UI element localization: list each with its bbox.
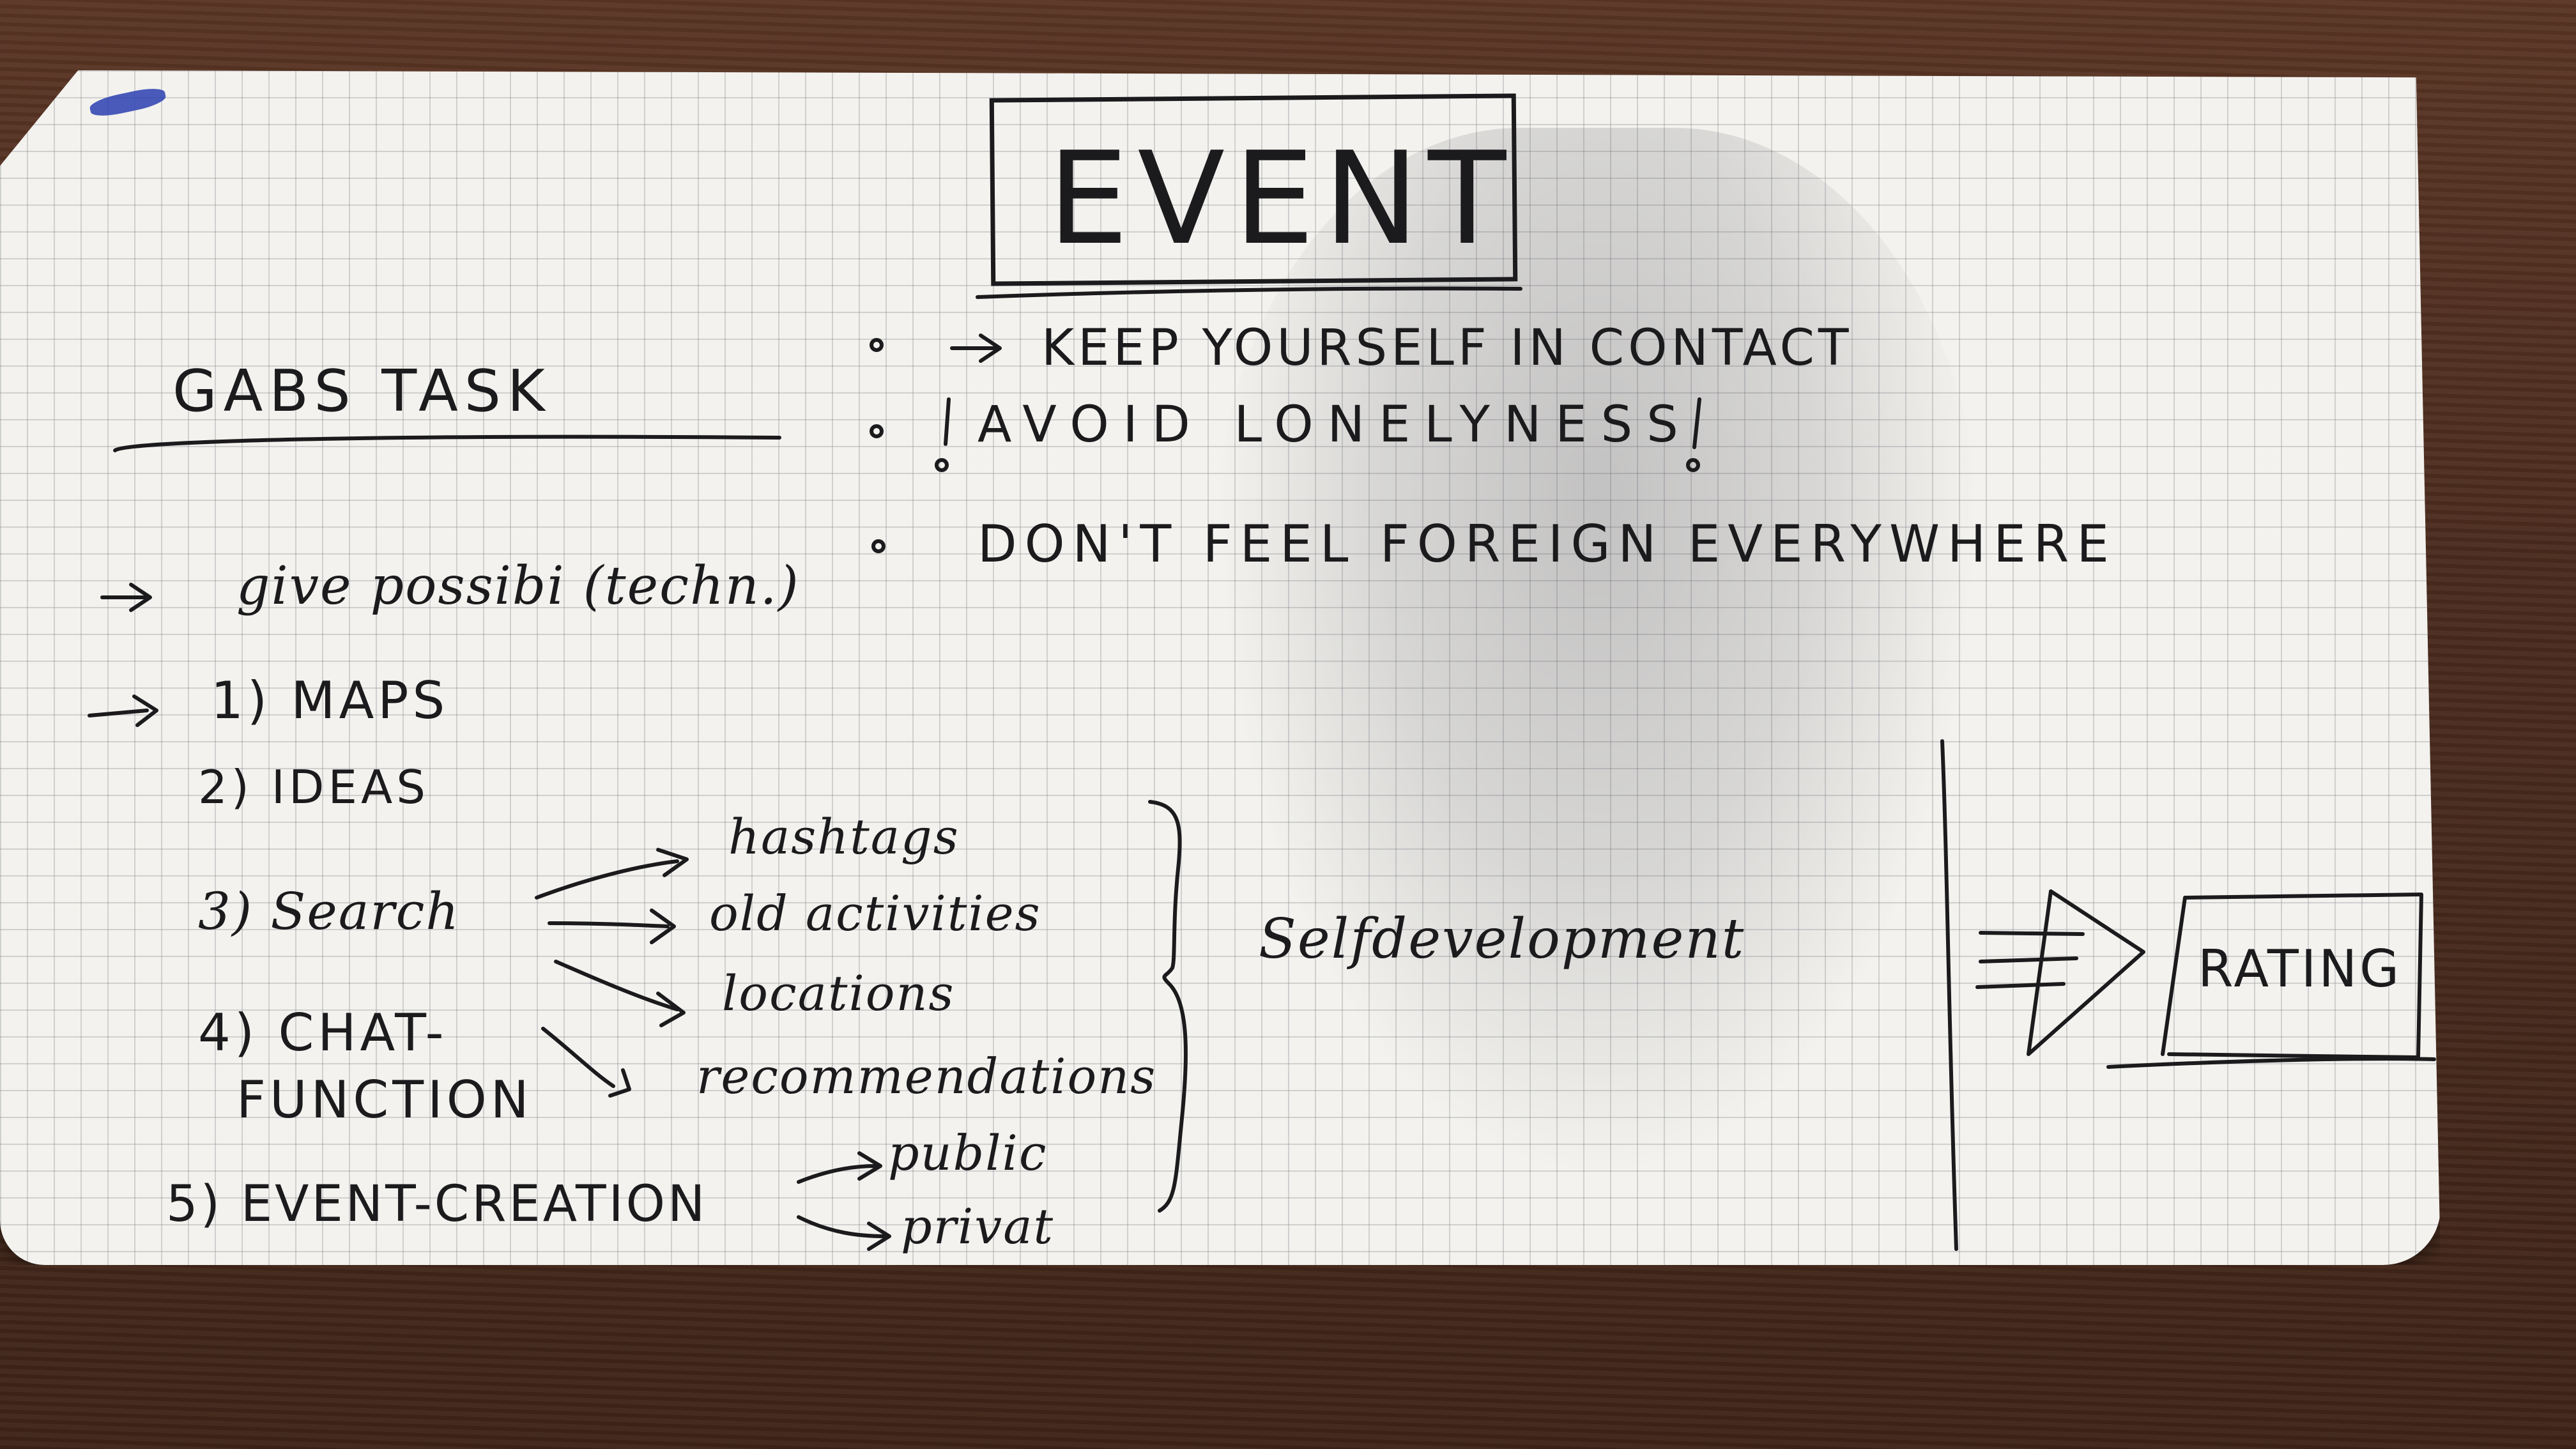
brace-label: Selfdevelopment (1259, 907, 1745, 971)
branch-locations: locations (722, 965, 955, 1022)
item-chat: 4) CHAT- (198, 1003, 448, 1062)
branch-privat: privat (901, 1198, 1055, 1255)
item-ideas: 2) IDEAS (198, 760, 429, 814)
branch-old-activities: old activities (709, 885, 1041, 942)
branch-hashtags: hashtags (728, 808, 960, 865)
item-chat-function: FUNCTION (236, 1070, 533, 1130)
section-heading: GABS TASK (172, 358, 551, 425)
goal-keep-in-contact: KEEP YOURSELF IN CONTACT (1041, 319, 1853, 377)
goal-avoid-lonelyness: AVOID LONELYNESS (977, 396, 1692, 454)
item-event-creation: 5) EVENT-CREATION (166, 1176, 708, 1233)
goal-dont-feel-foreign: DON'T FEEL FOREIGN EVERYWHERE (977, 514, 2117, 574)
item-search: 3) Search (198, 882, 460, 941)
item-maps: 1) MAPS (211, 671, 449, 730)
result-rating: RATING (2198, 939, 2402, 999)
branch-public: public (888, 1124, 1048, 1181)
page-title: EVENT (1048, 125, 1515, 273)
branch-recommendations: recommendations (696, 1048, 1157, 1105)
grid-paper (0, 70, 2441, 1265)
intro-line: give possibi (techn.) (236, 556, 800, 617)
